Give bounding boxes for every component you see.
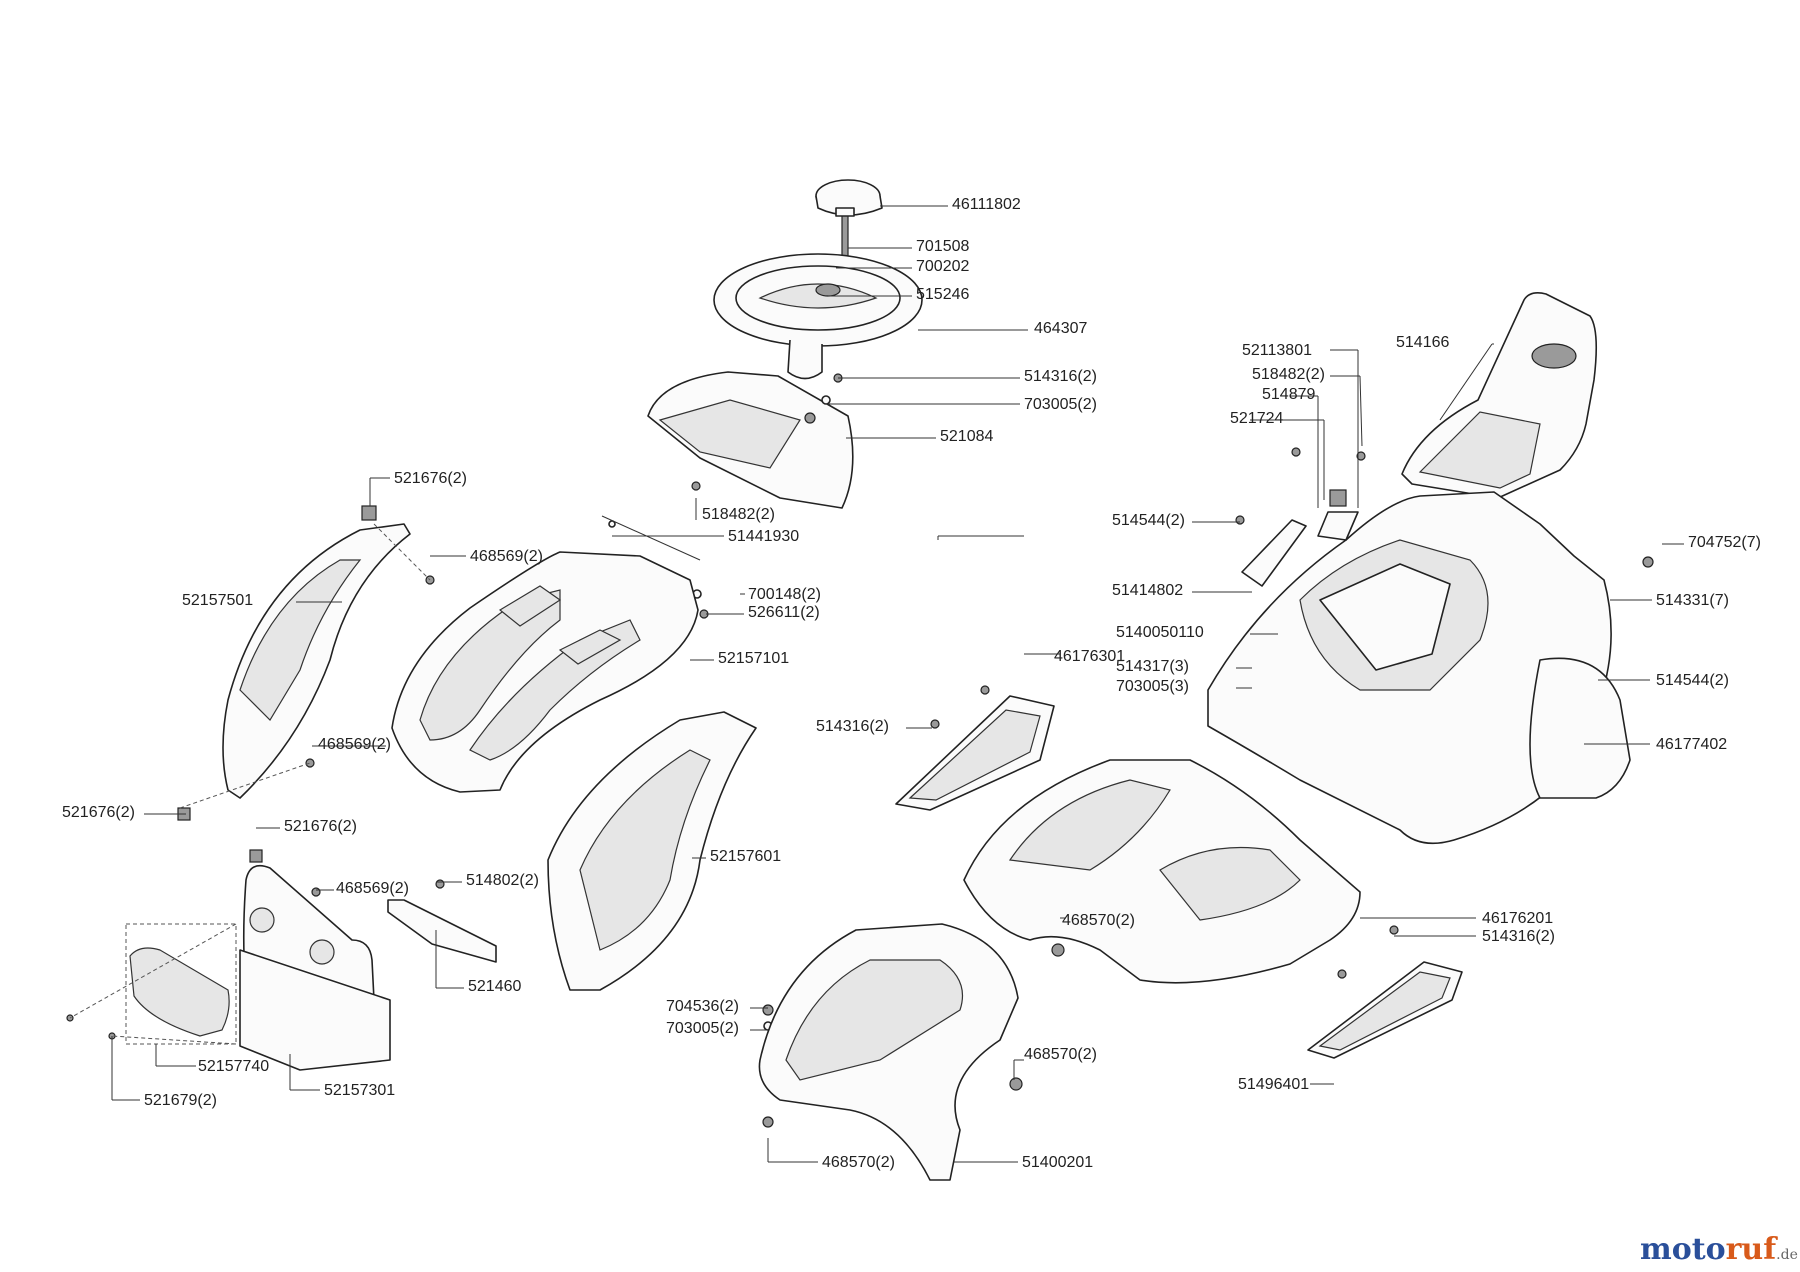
watermark-brand-a: moto bbox=[1640, 1232, 1726, 1267]
label-515246: 515246 bbox=[916, 286, 970, 303]
label-51496401: 51496401 bbox=[1238, 1076, 1310, 1093]
label-700202: 700202 bbox=[916, 258, 970, 275]
pedal-cover-part bbox=[1241, 519, 1307, 587]
right-front-panel-part bbox=[547, 711, 757, 991]
label-46176301: 46176301 bbox=[1054, 648, 1126, 665]
floor-pan-part bbox=[963, 759, 1361, 984]
rear-fender-side-part bbox=[1529, 657, 1631, 799]
right-foot-pad-part bbox=[1307, 961, 1463, 1059]
label-514802: 514802(2) bbox=[466, 872, 539, 889]
label-521724: 521724 bbox=[1230, 410, 1284, 427]
switch-part bbox=[1317, 489, 1359, 541]
label-52113801: 52113801 bbox=[1242, 342, 1312, 359]
label-468569-a: 468569(2) bbox=[470, 548, 543, 565]
label-703005-mid: 703005(3) bbox=[1116, 678, 1189, 695]
hood-part bbox=[391, 551, 699, 793]
label-52157601: 52157601 bbox=[710, 848, 782, 865]
watermark-tld: .de bbox=[1776, 1247, 1798, 1263]
label-52157101: 52157101 bbox=[718, 650, 790, 667]
label-52157301: 52157301 bbox=[324, 1082, 396, 1099]
label-703005-low: 703005(2) bbox=[666, 1020, 739, 1037]
label-514316-top: 514316(2) bbox=[1024, 368, 1097, 385]
label-514316-step: 514316(2) bbox=[816, 718, 889, 735]
label-701508: 701508 bbox=[916, 238, 970, 255]
brand-watermark: motoruf.de bbox=[1640, 1232, 1798, 1267]
label-518482-hood: 518482(2) bbox=[702, 506, 775, 523]
label-468569-b: 468569(2) bbox=[318, 736, 391, 753]
label-46176201: 46176201 bbox=[1482, 910, 1554, 927]
steering-wheel-part bbox=[713, 253, 923, 380]
headlight-lens-part bbox=[125, 923, 237, 1045]
label-468569-c: 468569(2) bbox=[336, 880, 409, 897]
label-514316-b: 514316(2) bbox=[1482, 928, 1555, 945]
label-514544-b: 514544(2) bbox=[1656, 672, 1729, 689]
label-514166: 514166 bbox=[1396, 334, 1450, 351]
label-51414802: 51414802 bbox=[1112, 582, 1184, 599]
label-514544-a: 514544(2) bbox=[1112, 512, 1185, 529]
label-514879: 514879 bbox=[1262, 386, 1316, 403]
label-521084: 521084 bbox=[940, 428, 994, 445]
label-521679: 521679(2) bbox=[144, 1092, 217, 1109]
label-514331: 514331(7) bbox=[1656, 592, 1729, 609]
label-5140050110: 5140050110 bbox=[1116, 624, 1204, 641]
watermark-brand-b: ruf bbox=[1725, 1232, 1777, 1267]
label-52157740: 52157740 bbox=[198, 1058, 270, 1075]
label-704536: 704536(2) bbox=[666, 998, 739, 1015]
label-51400201: 51400201 bbox=[1022, 1154, 1094, 1171]
label-518482-seat: 518482(2) bbox=[1252, 366, 1325, 383]
label-52157501: 52157501 bbox=[182, 592, 254, 609]
label-46111802: 46111802 bbox=[952, 196, 1021, 213]
front-grille-part bbox=[239, 864, 391, 1071]
dashboard-cover-part bbox=[647, 371, 854, 509]
label-526611: 526611(2) bbox=[748, 604, 820, 621]
hood-seal-part bbox=[601, 515, 701, 561]
bracket-part bbox=[387, 899, 497, 963]
label-700148: 700148(2) bbox=[748, 586, 821, 603]
label-704752: 704752(7) bbox=[1688, 534, 1761, 551]
label-46177402: 46177402 bbox=[1656, 736, 1728, 753]
label-521460: 521460 bbox=[468, 978, 522, 995]
left-foot-pad-part bbox=[895, 695, 1055, 811]
seat-part bbox=[1401, 292, 1598, 499]
label-514317: 514317(3) bbox=[1116, 658, 1189, 675]
label-703005-top: 703005(2) bbox=[1024, 396, 1097, 413]
rear-body-part bbox=[1207, 491, 1612, 845]
left-side-panel-part bbox=[222, 523, 411, 799]
label-51441930: 51441930 bbox=[728, 528, 800, 545]
label-468570-c: 468570(2) bbox=[822, 1154, 895, 1171]
front-skirt-part bbox=[758, 923, 1019, 1181]
label-521676-b: 521676(2) bbox=[62, 804, 135, 821]
label-468570-b: 468570(2) bbox=[1024, 1046, 1097, 1063]
label-521676-c: 521676(2) bbox=[284, 818, 357, 835]
label-468570-a: 468570(2) bbox=[1062, 912, 1135, 929]
leader-lines bbox=[69, 205, 1684, 1163]
label-521676-a: 521676(2) bbox=[394, 470, 467, 487]
label-464307: 464307 bbox=[1034, 320, 1088, 337]
